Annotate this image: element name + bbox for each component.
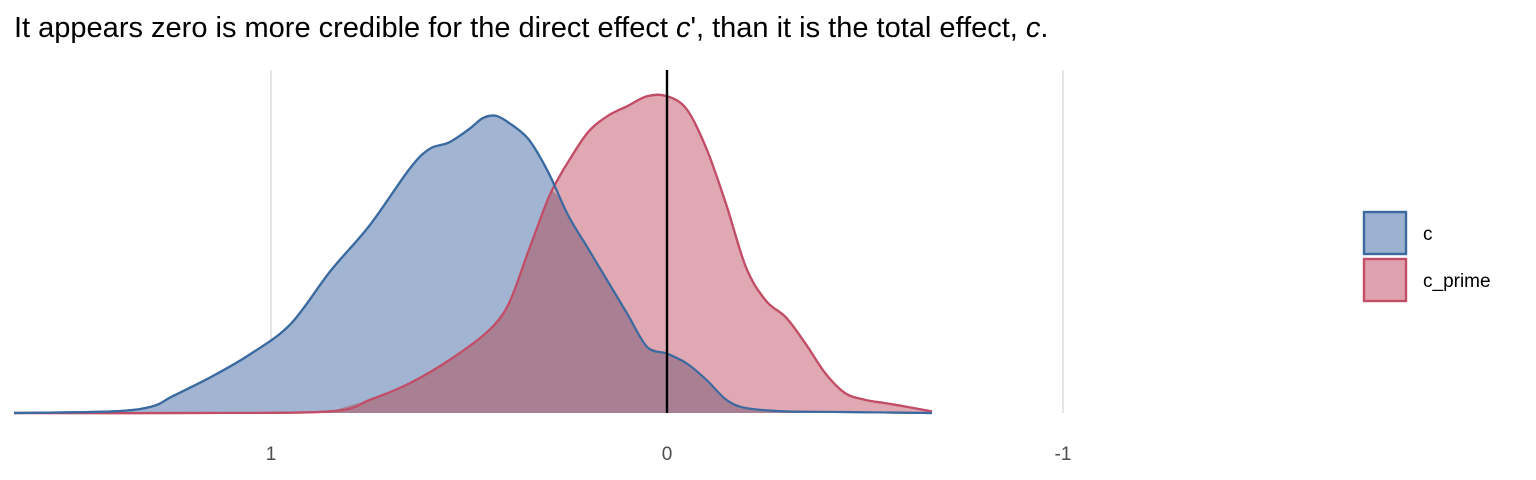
legend-key-c: [1362, 210, 1408, 256]
legend-label-c: c: [1423, 224, 1433, 245]
x-tick-label-0: 0: [662, 444, 673, 465]
density-areas: [13, 93, 933, 415]
density-outline-c_prime: [13, 93, 933, 415]
density-overlap: [14, 190, 925, 413]
x-tick-label--1: -1: [1055, 444, 1072, 465]
legend-key-c_prime: [1362, 257, 1408, 303]
density-fill-c_prime: [14, 94, 932, 414]
x-tick-label-1: 1: [266, 444, 277, 465]
density-fill-c: [14, 115, 932, 414]
cprime-symbol: c: [675, 12, 691, 44]
chart-title: It appears zero is more credible for the…: [14, 12, 1049, 44]
legend: c c_prime: [1362, 210, 1491, 303]
x-axis-ticks: 1 0 -1: [266, 444, 1072, 465]
c-symbol: c: [1025, 12, 1041, 44]
density-outline-c: [13, 114, 933, 415]
legend-label-c_prime: c_prime: [1423, 271, 1491, 292]
